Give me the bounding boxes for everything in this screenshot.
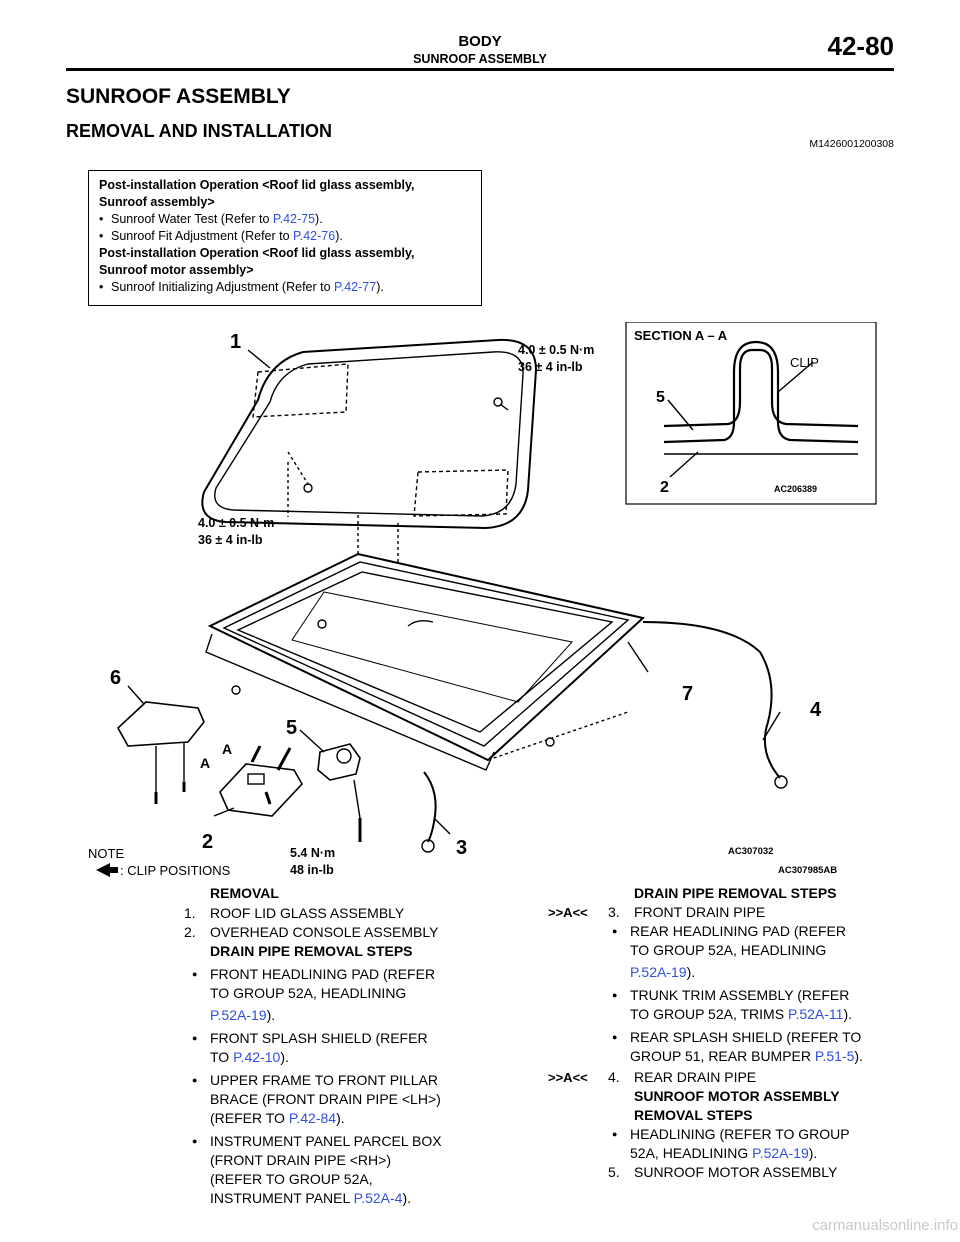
- list-item: 5.SUNROOF MOTOR ASSEMBLY: [608, 1164, 838, 1180]
- header-subsection: SUNROOF ASSEMBLY: [413, 52, 547, 66]
- torque-top-line2: 36 ± 4 in-lb: [518, 360, 583, 374]
- section-a-a-inset: SECTION A – A CLIP 5 2 AC206389: [625, 322, 877, 505]
- link-p52a-19-headlining[interactable]: P.52A-19: [752, 1145, 809, 1161]
- link-p42-76[interactable]: P.42-76: [293, 229, 336, 243]
- list-item: >>A<< 4.REAR DRAIN PIPE: [548, 1069, 757, 1085]
- list-item: 1.ROOF LID GLASS ASSEMBLY: [184, 905, 405, 921]
- link-p42-10[interactable]: P.42-10: [233, 1049, 281, 1065]
- sunroof-motor: [317, 743, 362, 842]
- header-rule: [66, 68, 894, 71]
- drain-grommet-rear: [774, 775, 788, 789]
- sunroof-frame: [205, 512, 646, 771]
- motor-bracket: [116, 701, 205, 804]
- section-code: AC206389: [774, 484, 817, 494]
- link-p52a-4[interactable]: P.52A-4: [353, 1190, 403, 1206]
- callout-2: 2: [202, 831, 213, 853]
- section-title: SECTION A – A: [634, 328, 728, 343]
- removal-list: 1.ROOF LID GLASS ASSEMBLY 2.OVERHEAD CON…: [184, 904, 480, 1208]
- label-a: >>A<<: [548, 905, 588, 920]
- op1-heading-line1: Post-installation Operation <Roof lid gl…: [99, 178, 415, 192]
- op1-heading-line2: Sunroof assembly>: [99, 195, 215, 209]
- link-p52a-19[interactable]: P.52A-19: [210, 1007, 267, 1023]
- link-p52a-19-rear[interactable]: P.52A-19: [630, 964, 687, 980]
- rear-drain-pipe: [642, 621, 781, 779]
- torque-top-line1: 4.0 ± 0.5 N·m: [518, 343, 594, 357]
- document-code: M1426001200308: [809, 138, 894, 150]
- torque-bottom-line2: 48 in-lb: [290, 863, 334, 877]
- list-item: INSTRUMENT PANEL PARCEL BOX(FRONT DRAIN …: [190, 1132, 480, 1208]
- list-item: TRUNK TRIM ASSEMBLY (REFER TO GROUP 52A,…: [610, 986, 898, 1024]
- front-drain-pipe: [423, 771, 437, 843]
- sunroof-exploded-diagram: 1 2 3 4 5 6 7 A A 4.0 ± 0.5 N·m 36 ± 4 i…: [88, 322, 877, 878]
- callout-1: 1: [230, 331, 241, 353]
- callout-7: 7: [682, 683, 693, 705]
- link-p42-75[interactable]: P.42-75: [272, 212, 316, 226]
- op1-item-fit-adjust: Sunroof Fit Adjustment (Refer to P.42-76…: [99, 228, 471, 245]
- section-marker-a2: A: [200, 755, 210, 771]
- list-item: 2.OVERHEAD CONSOLE ASSEMBLY: [184, 924, 439, 940]
- figure-note: NOTE: [88, 846, 124, 861]
- list-item: HEADLINING (REFER TO GROUP 52A, HEADLINI…: [610, 1125, 898, 1163]
- overhead-console: [219, 745, 303, 817]
- callout-6: 6: [110, 667, 121, 689]
- list-item: REAR SPLASH SHIELD (REFER TO GROUP 51, R…: [610, 1028, 898, 1066]
- link-p52a-11[interactable]: P.52A-11: [787, 1006, 844, 1022]
- section-clip-label: CLIP: [790, 355, 819, 370]
- op2-heading-line2: Sunroof motor assembly>: [99, 263, 254, 277]
- figure-code-2: AC307985AB: [778, 865, 837, 876]
- op2-heading-line1: Post-installation Operation <Roof lid gl…: [99, 246, 415, 260]
- callout-4: 4: [810, 699, 822, 721]
- torque-bottom-line1: 5.4 N·m: [290, 846, 335, 860]
- list-item: FRONT SPLASH SHIELD (REFER TO P.42-10).: [190, 1029, 480, 1067]
- drain-grommet-front: [421, 839, 435, 853]
- screw-left: [303, 483, 313, 493]
- post-installation-box: Post-installation Operation <Roof lid gl…: [88, 170, 482, 306]
- torque-left-line1: 4.0 ± 0.5 N·m: [198, 516, 274, 530]
- link-p42-84[interactable]: P.42-84: [288, 1110, 337, 1126]
- note-legend: : CLIP POSITIONS: [120, 863, 231, 878]
- link-p42-77[interactable]: P.42-77: [334, 280, 377, 294]
- clip-arrow-icon: [96, 863, 118, 877]
- drain-steps-heading-right: DRAIN PIPE REMOVAL STEPS: [634, 885, 837, 901]
- callout-3: 3: [456, 837, 467, 859]
- page-subtitle: REMOVAL AND INSTALLATION: [66, 121, 332, 141]
- page-title: SUNROOF ASSEMBLY: [66, 85, 291, 108]
- section-callout-2: 2: [660, 479, 669, 496]
- roof-lid-glass: [201, 338, 538, 530]
- rail-leader: [627, 641, 649, 673]
- list-item: >>A<< 3.FRONT DRAIN PIPE: [548, 904, 766, 920]
- removal-list-right: DRAIN PIPE REMOVAL STEPS >>A<< 3.FRONT D…: [548, 884, 898, 1182]
- drain-steps-heading-left: DRAIN PIPE REMOVAL STEPS: [210, 943, 413, 959]
- op1-item-water-test: Sunroof Water Test (Refer to P.42-75).: [99, 211, 471, 228]
- link-p51-5[interactable]: P.51-5: [814, 1048, 855, 1064]
- watermark: carmanualsonline.info: [812, 1217, 958, 1234]
- header-section: BODY: [458, 33, 502, 50]
- torque-left-line2: 36 ± 4 in-lb: [198, 533, 263, 547]
- callout-5: 5: [286, 717, 297, 739]
- op2-item-initializing: Sunroof Initializing Adjustment (Refer t…: [99, 279, 471, 296]
- page-number: 42-80: [827, 31, 895, 61]
- label-a-2: >>A<<: [548, 1070, 588, 1085]
- section-marker-a1: A: [222, 741, 232, 757]
- figure-code-1: AC307032: [728, 846, 773, 857]
- screw-top: [493, 397, 503, 407]
- removal-heading: REMOVAL: [210, 885, 279, 901]
- section-callout-5: 5: [656, 389, 665, 406]
